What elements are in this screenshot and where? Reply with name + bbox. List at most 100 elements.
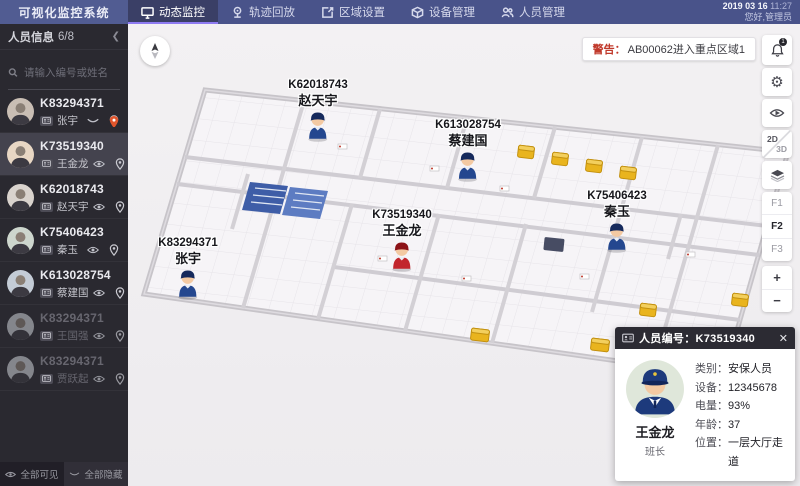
online-count: 6/8: [58, 30, 74, 43]
map-marker-person-alert[interactable]: K73519340 王金龙: [372, 208, 432, 277]
field-value: 93%: [728, 400, 751, 412]
avatar: [7, 355, 34, 383]
guard-avatar: [626, 360, 684, 418]
floor-f1-button[interactable]: F1: [762, 192, 792, 216]
id-card-icon: [40, 115, 53, 126]
tab-track-playback[interactable]: 轨迹回放: [218, 0, 308, 24]
person-figure-icon: [174, 267, 201, 300]
locate-pin-icon[interactable]: [114, 158, 126, 170]
popup-body: 王金龙 班长 类别：安保人员 设备：12345678 电量：93% 年龄：37 …: [615, 349, 795, 481]
zoom-in-button[interactable]: +: [762, 266, 792, 290]
person-info: K62018743 赵天宇: [40, 180, 122, 214]
field-category: 类别：安保人员: [695, 360, 787, 379]
person-name: 贾跃起: [57, 373, 89, 385]
field-value: 一层大厅走道: [728, 437, 783, 468]
bell-icon: [770, 43, 784, 57]
list-item-person[interactable]: K83294371 贾跃起: [0, 348, 128, 391]
viewpoint-button[interactable]: [762, 99, 792, 127]
marker-label: K75406423 秦玉: [587, 189, 646, 219]
tab-area-settings[interactable]: 区域设置: [308, 0, 398, 24]
person-id: K83294371: [40, 96, 104, 110]
marker-name: 蔡建国: [448, 133, 488, 148]
field-device: 设备：12345678: [695, 379, 787, 398]
marker-label: K62018743 赵天宇: [288, 78, 347, 108]
list-item-person[interactable]: K613028754 蔡建国: [0, 262, 128, 305]
locate-pin-icon[interactable]: [114, 287, 126, 299]
tab-label: 人员管理: [519, 7, 565, 19]
2d-3d-toggle[interactable]: 2D 3D: [762, 130, 792, 158]
floor-f2-button[interactable]: F2: [762, 215, 792, 239]
settings-button[interactable]: ⚙: [762, 68, 792, 96]
alarm-bell-button[interactable]: 1: [762, 35, 792, 65]
field-label: 设备：: [695, 381, 728, 394]
field-value: 安保人员: [728, 363, 772, 375]
person-info: K83294371 王国强: [40, 309, 122, 343]
show-all-label: 全部可见: [20, 470, 59, 481]
list-item-person[interactable]: K83294371 王国强: [0, 305, 128, 348]
alert-prefix: 警告：: [592, 44, 626, 56]
map-marker-person[interactable]: K613028754 蔡建国: [435, 118, 501, 187]
id-card-icon: [40, 158, 53, 169]
eye-slash-icon: [70, 472, 80, 475]
avatar: [7, 226, 34, 254]
visibility-icon[interactable]: [93, 201, 105, 213]
list-item-person[interactable]: K83294371 张宇: [0, 90, 128, 133]
locate-pin-icon[interactable]: [108, 244, 120, 256]
popup-header: 人员编号：K73519340 ✕: [615, 327, 795, 349]
marker-id: K83294371: [158, 237, 218, 249]
map-marker-person[interactable]: K75406423 秦玉: [587, 189, 647, 258]
locate-pin-icon[interactable]: [114, 330, 126, 342]
floorplan-3d[interactable]: [128, 24, 800, 486]
topbar-status: 2019 03 16 11:27 您好,管理员: [723, 0, 800, 24]
visibility-icon[interactable]: [93, 330, 105, 342]
avatar: [7, 97, 34, 125]
locate-pin-icon[interactable]: [114, 201, 126, 213]
list-item-person[interactable]: K75406423 秦玉: [0, 219, 128, 262]
compass-button[interactable]: [140, 36, 170, 66]
hide-all-button[interactable]: 全部隐藏: [64, 462, 128, 486]
popup-person-name: 王金龙: [635, 425, 675, 440]
locate-pin-icon[interactable]: [114, 373, 126, 385]
person-figure-icon: [304, 109, 331, 142]
alert-text: AB00062进入重点区域1: [627, 44, 745, 56]
floor-selector: F1 F2 F3: [762, 192, 792, 261]
person-name: 王国强: [57, 330, 89, 342]
list-item-person[interactable]: K73519340 王金龙: [0, 133, 128, 176]
person-name: 赵天宇: [57, 201, 89, 213]
visibility-icon[interactable]: [93, 158, 105, 170]
search-input[interactable]: [24, 66, 120, 79]
tab-dynamic-monitor[interactable]: 动态监控: [128, 0, 218, 24]
person-name: 秦玉: [57, 244, 78, 256]
visibility-icon[interactable]: [93, 287, 105, 299]
popup-title: 人员编号：K73519340: [639, 333, 756, 345]
person-name: 蔡建国: [57, 287, 89, 299]
floorplan-3d-viewport[interactable]: 警告： AB00062进入重点区域1 1 ⚙ 2D 3D F1 F2 F3 + …: [128, 24, 800, 486]
person-figure-icon: [603, 220, 630, 253]
search-bar[interactable]: [8, 56, 120, 90]
person-id: K75406423: [40, 225, 104, 239]
device-manage-icon: [411, 6, 424, 19]
collapse-sidebar-icon[interactable]: ❮: [111, 31, 120, 42]
marker-name: 王金龙: [382, 223, 422, 238]
locate-pin-icon[interactable]: [108, 115, 120, 127]
person-figure-icon: [455, 149, 482, 182]
visibility-off-icon[interactable]: [87, 115, 99, 127]
marker-id: K62018743: [288, 79, 348, 91]
zoom-out-button[interactable]: −: [773, 293, 781, 309]
floor-f3-button[interactable]: F3: [771, 244, 783, 256]
map-marker-person[interactable]: K83294371 张宇: [158, 236, 218, 305]
layers-button[interactable]: [762, 161, 792, 189]
tab-people-manage[interactable]: 人员管理: [488, 0, 578, 24]
visibility-icon[interactable]: [87, 244, 99, 256]
alert-banner[interactable]: 警告： AB00062进入重点区域1: [581, 37, 756, 61]
tab-device-manage[interactable]: 设备管理: [398, 0, 488, 24]
user-greeting[interactable]: 您好,管理员: [744, 12, 792, 22]
person-id: K83294371: [40, 311, 104, 325]
show-all-button[interactable]: 全部可见: [0, 462, 64, 486]
close-icon[interactable]: ✕: [778, 332, 788, 345]
layers-icon: [770, 169, 784, 182]
visibility-icon[interactable]: [93, 373, 105, 385]
map-marker-person[interactable]: K62018743 赵天宇: [288, 78, 348, 147]
personnel-list: K83294371 张宇 K73519340 王金龙: [0, 90, 128, 462]
list-item-person[interactable]: K62018743 赵天宇: [0, 176, 128, 219]
